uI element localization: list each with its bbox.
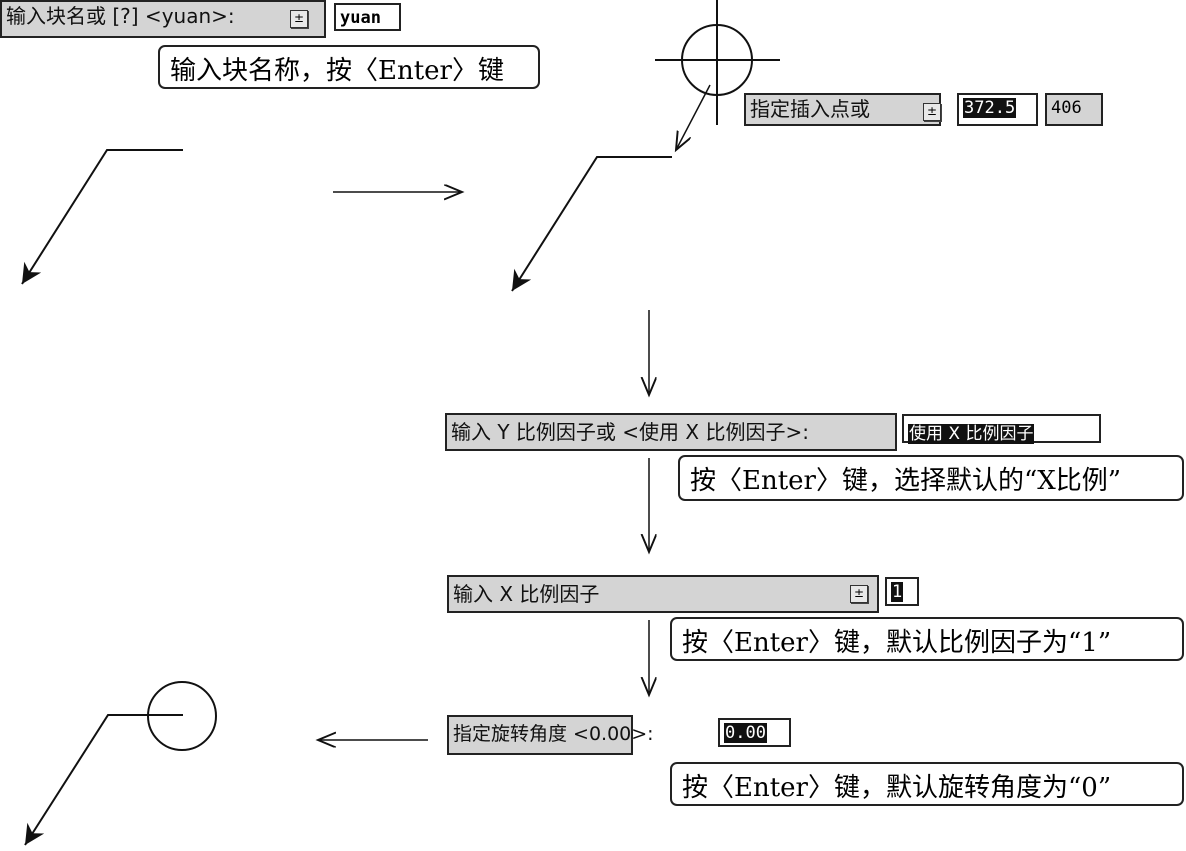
callout-step-4: 按〈Enter〉键，默认比例因子为“1”: [670, 617, 1184, 661]
block-name-input[interactable]: yuan: [334, 3, 401, 31]
prompt-block-name: 输入块名或 [?] <yuan>:: [0, 0, 326, 38]
x-value: 372.5: [963, 98, 1017, 118]
callout-step-1: 输入块名称，按〈Enter〉键: [158, 45, 540, 89]
x-scale-value: 1: [891, 582, 904, 602]
rotation-input[interactable]: 0.00: [718, 718, 791, 747]
x-coordinate-input[interactable]: 372.5: [957, 93, 1038, 126]
arrow-crosshair: [676, 84, 711, 150]
y-scale-value: 使用 X 比例因子: [908, 424, 1035, 444]
prompt-text: 输入 Y 比例因子或 <使用 X 比例因子>:: [451, 420, 809, 444]
dropdown-icon[interactable]: ±: [850, 585, 868, 603]
leader-placed: [511, 156, 672, 292]
prompt-rotation: 指定旋转角度 <0.00>:: [447, 715, 654, 755]
prompt-y-scale: 输入 Y 比例因子或 <使用 X 比例因子>:: [445, 413, 897, 451]
leader-result: [24, 714, 183, 846]
rotation-value: 0.00: [724, 723, 767, 743]
prompt-text: 输入 X 比例因子: [453, 582, 600, 606]
leader-initial: [21, 149, 183, 285]
prompt-insert-point: 指定插入点或: [744, 93, 941, 126]
prompt-x-scale: 输入 X 比例因子: [447, 575, 879, 613]
prompt-text: 指定旋转角度 <0.00>:: [453, 723, 654, 745]
callout-step-5: 按〈Enter〉键，默认旋转角度为“0”: [670, 762, 1184, 806]
prompt-text: 输入块名或 [?] <yuan>:: [6, 4, 235, 28]
dropdown-icon[interactable]: ±: [290, 10, 308, 28]
y-scale-input[interactable]: 使用 X 比例因子: [902, 414, 1101, 444]
dropdown-icon[interactable]: ±: [923, 103, 941, 121]
x-scale-input[interactable]: 1: [885, 577, 919, 606]
prompt-text: 指定插入点或: [750, 97, 870, 121]
y-coordinate-input[interactable]: 406: [1045, 93, 1103, 126]
callout-step-3: 按〈Enter〉键，选择默认的“X比例”: [678, 455, 1184, 501]
